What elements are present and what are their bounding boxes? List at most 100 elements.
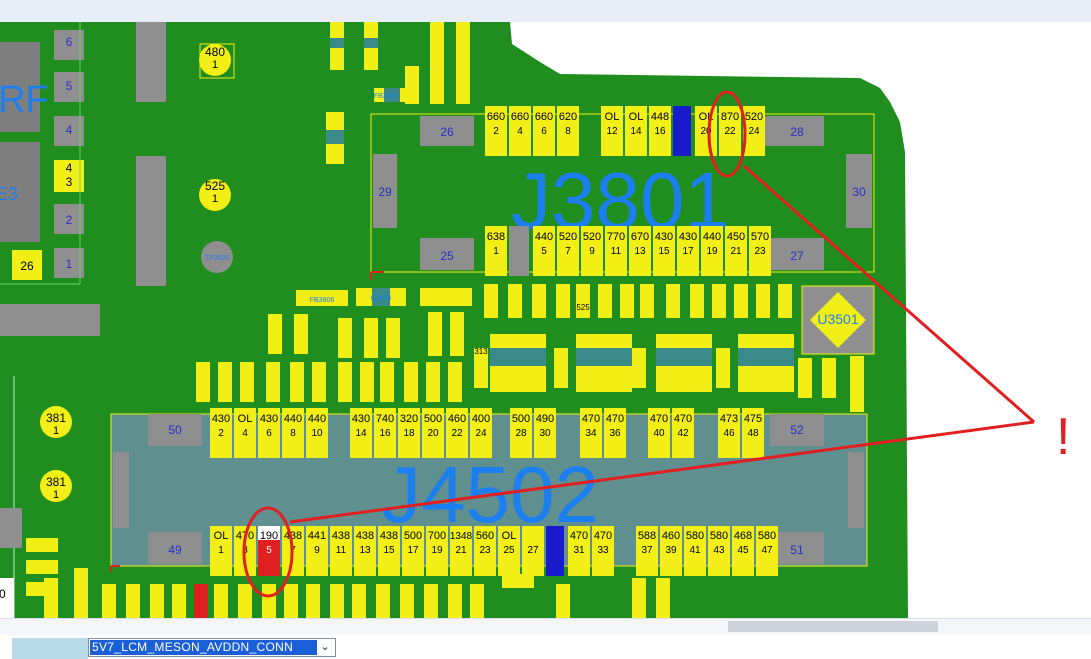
j4502-pad-52: 52 — [790, 423, 804, 437]
j3801-top-pin-9: 22 — [724, 126, 736, 137]
j3801-bot-pin-10: 21 — [730, 246, 742, 257]
j3801-bot-pin-3: 7 — [565, 246, 571, 257]
j3801-top-pin-5: 14 — [630, 126, 642, 137]
tp-525-sub: 1 — [212, 193, 218, 205]
j4502-top-pins[interactable] — [210, 408, 764, 458]
u3501-label: U3501 — [817, 311, 858, 327]
j3801-top-pin-6: 16 — [654, 126, 666, 137]
j4502-bot-val-10: 1348 — [450, 531, 473, 542]
j4502-bot-pin-4: 9 — [314, 545, 320, 556]
j4502-top-val-18: 475 — [744, 413, 762, 425]
lower-components — [26, 538, 670, 618]
j4502-pad-51: 51 — [790, 543, 804, 557]
j4502-bot-pin-13: 27 — [527, 545, 539, 556]
j4502-top-val-10: 400 — [472, 413, 490, 425]
ic-label: E3 — [0, 184, 18, 204]
j4502-top-val-7: 320 — [400, 413, 418, 425]
j4502-bot-pin-12: 25 — [503, 545, 515, 556]
j4502-top-val-16: 470 — [674, 413, 692, 425]
j4502-top-val-0: 430 — [212, 413, 230, 425]
left-ic-area — [0, 22, 166, 336]
tp-480-sub: 1 — [212, 59, 218, 71]
j4502-bot-pin-15: 31 — [573, 545, 585, 556]
j4502-top-pin-16: 42 — [677, 428, 689, 439]
j3801-pad-26: 26 — [440, 125, 454, 139]
net-selector[interactable]: 5V7_LCM_MESON_AVDDN_CONN ⌄ — [88, 638, 336, 657]
j4502-bot-pin-19: 41 — [689, 545, 701, 556]
j3801-top-pin-1: 4 — [517, 126, 523, 137]
j4502-bot-pin-21: 45 — [737, 545, 749, 556]
j3801-top-val-6: 448 — [651, 111, 669, 123]
pin5-highlight-label-bg — [258, 526, 280, 540]
j4502-bot-val-19: 580 — [710, 530, 728, 542]
j4502-bot-pin-17: 37 — [641, 545, 653, 556]
scrollbar-thumb[interactable] — [728, 621, 938, 632]
fb3806-label: FB3806 — [310, 297, 335, 304]
j4502-top-pin-2: 6 — [266, 428, 272, 439]
j4502-bot-val-14: 470 — [570, 530, 588, 542]
j4502-bot-val-16: 588 — [638, 530, 656, 542]
j3801-top-val-2: 660 — [535, 111, 553, 123]
j3801-top-val-1: 660 — [511, 111, 529, 123]
j4502-bot-val-2: 190 — [260, 530, 278, 542]
j4502-bot-val-5: 438 — [332, 530, 350, 542]
j3801-bottom-pins[interactable] — [485, 226, 771, 276]
tp-525-value: 525 — [205, 179, 225, 193]
j4502-bot-pin-18: 39 — [665, 545, 677, 556]
left-pin-2: 2 — [66, 213, 73, 227]
j4502-top-pin-14: 36 — [609, 428, 621, 439]
j3801-pad-29: 29 — [378, 185, 392, 199]
j3801-bot-pin-0: 1 — [493, 246, 499, 257]
j3801-bot-val-10: 450 — [727, 231, 745, 243]
j3801-bot-val-8: 430 — [679, 231, 697, 243]
j3801-bot-pin-4: 9 — [589, 246, 595, 257]
j3801-bot-pin-8: 17 — [682, 246, 694, 257]
j4502-top-val-17: 473 — [720, 413, 738, 425]
j4502-top-pin-6: 16 — [379, 428, 391, 439]
top-components — [199, 22, 470, 273]
tp-381b-sub: 1 — [53, 489, 59, 501]
j4502-bot-val-11: 560 — [476, 530, 494, 542]
chevron-down-icon[interactable]: ⌄ — [320, 641, 330, 653]
horizontal-scrollbar[interactable] — [0, 618, 1091, 635]
j4502-bot-val-7: 438 — [380, 530, 398, 542]
j4502-bot-val-17: 460 — [662, 530, 680, 542]
pcb-viewer[interactable]: RF E3 6 5 4 4 3 2 1 26 FB3803 480 1 525 … — [0, 22, 1091, 618]
tp-381b-value: 381 — [46, 475, 66, 489]
pcb-canvas[interactable]: RF E3 6 5 4 4 3 2 1 26 FB3803 480 1 525 … — [0, 22, 1091, 618]
j3801-bot-pin-5: 11 — [611, 246, 622, 257]
j3801-bot-val-2: 440 — [535, 231, 553, 243]
j4502-top-pin-7: 18 — [403, 428, 415, 439]
j4502-top-val-11: 500 — [512, 413, 530, 425]
j4502-top-pin-8: 20 — [427, 428, 439, 439]
j4502-top-pin-12: 30 — [539, 428, 551, 439]
j4502-top-val-15: 470 — [650, 413, 668, 425]
j3801-pad-28: 28 — [790, 125, 804, 139]
j4502-bot-pin-11: 23 — [479, 545, 491, 556]
j4502-top-pin-5: 14 — [355, 428, 367, 439]
fb3803-label: FB3803 — [374, 93, 399, 100]
left-pin-1: 1 — [66, 257, 73, 271]
j3801-bot-val-9: 440 — [703, 231, 721, 243]
j3801-bot-pin-2: 5 — [541, 246, 547, 257]
j3801-bot-val-7: 430 — [655, 231, 673, 243]
j3801-bot-val-11: 570 — [751, 231, 769, 243]
j4502-top-pin-3: 8 — [290, 428, 296, 439]
j4502-top-val-8: 500 — [424, 413, 442, 425]
j3801-pad-25: 25 — [440, 249, 454, 263]
j3801-top-val-0: 660 — [487, 111, 505, 123]
j3801-bot-val-6: 670 — [631, 231, 649, 243]
j4502-bot-val-3: 438 — [284, 530, 302, 542]
j4502-bot-pin-0: 1 — [218, 545, 224, 556]
j3801-connector[interactable] — [370, 113, 875, 280]
status-left-strip — [12, 638, 88, 659]
j4502-top-pin-13: 34 — [585, 428, 597, 439]
left-pin-4: 4 — [66, 123, 73, 137]
j4502-bottom-pins[interactable] — [210, 526, 778, 576]
rf-label: RF — [0, 79, 49, 121]
left-value-box — [0, 578, 14, 618]
j4502-bot-pin-7: 15 — [383, 545, 395, 556]
j4502-top-val-12: 490 — [536, 413, 554, 425]
j4502-bot-pin-20: 43 — [713, 545, 725, 556]
j3801-top-pin-0: 2 — [493, 126, 499, 137]
